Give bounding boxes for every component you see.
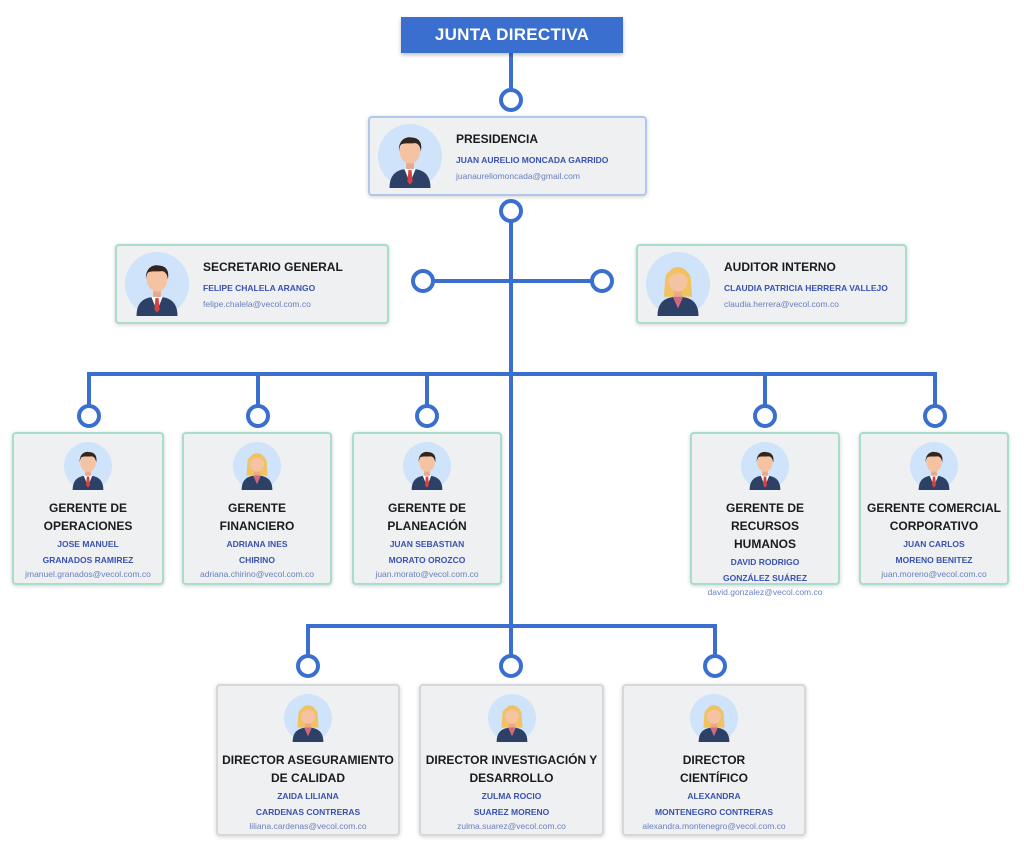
connector-node xyxy=(499,199,523,223)
female-avatar-icon xyxy=(487,694,536,742)
connector-node xyxy=(499,654,523,678)
gerente-planeacion-card[interactable]: GERENTE DE PLANEACIÓN JUAN SEBASTIAN MOR… xyxy=(352,432,502,585)
gerente-financiero-card[interactable]: GERENTE FINANCIERO ADRIANA INES CHIRINO … xyxy=(182,432,332,585)
connector-node xyxy=(411,269,435,293)
person-name: JUAN SEBASTIAN MORATO OROZCO xyxy=(388,539,466,565)
presidencia-card[interactable]: PRESIDENCIA JUAN AURELIO MONCADA GARRIDO… xyxy=(368,116,647,196)
female-avatar-icon xyxy=(233,442,281,490)
person-name: JUAN AURELIO MONCADA GARRIDO xyxy=(456,154,609,165)
email-address: claudia.herrera@vecol.com.co xyxy=(724,298,839,309)
role-title: DIRECTOR INVESTIGACIÓN Y DESARROLLO xyxy=(425,753,598,785)
female-avatar-icon xyxy=(646,252,710,316)
person-name: CLAUDIA PATRICIA HERRERA VALLEJO xyxy=(724,282,888,293)
person-name: JOSE MANUEL GRANADOS RAMIREZ xyxy=(42,539,134,565)
gerente-comercial-card[interactable]: GERENTE COMERCIAL CORPORATIVO JUAN CARLO… xyxy=(859,432,1009,585)
gerente-operaciones-card[interactable]: GERENTE DE OPERACIONES JOSE MANUEL GRANA… xyxy=(12,432,164,585)
connector-node xyxy=(590,269,614,293)
email-address: juanaureliomoncada@gmail.com xyxy=(456,170,580,181)
male-avatar-icon xyxy=(910,442,958,490)
role-title: GERENTE DE RECURSOS HUMANOS xyxy=(725,501,804,551)
email-address: alexandra.montenegro@vecol.com.co xyxy=(642,821,786,831)
male-avatar-icon xyxy=(125,252,189,316)
role-title: AUDITOR INTERNO xyxy=(724,259,836,274)
auditor-interno-card[interactable]: AUDITOR INTERNO CLAUDIA PATRICIA HERRERA… xyxy=(636,244,907,324)
connector-node xyxy=(753,404,777,428)
role-title: GERENTE COMERCIAL CORPORATIVO xyxy=(866,501,1001,533)
person-name: ADRIANA INES CHIRINO xyxy=(226,539,288,565)
connector-node xyxy=(246,404,270,428)
email-address: zulma.suarez@vecol.com.co xyxy=(457,821,566,831)
secretario-general-card[interactable]: SECRETARIO GENERAL FELIPE CHALELA ARANGO… xyxy=(115,244,389,324)
role-title: DIRECTOR ASEGURAMIENTO DE CALIDAD xyxy=(222,753,394,785)
person-name: ALEXANDRA MONTENEGRO CONTRERAS xyxy=(654,791,774,817)
email-address: david.gonzalez@vecol.com.co xyxy=(707,587,823,597)
role-title: PRESIDENCIA xyxy=(456,131,539,146)
email-address: juan.moreno@vecol.com.co xyxy=(881,569,987,579)
connector-node xyxy=(923,404,947,428)
male-avatar-icon xyxy=(378,124,442,188)
email-address: felipe.chalela@vecol.com.co xyxy=(203,298,311,309)
role-title: SECRETARIO GENERAL xyxy=(203,259,343,274)
connector-node xyxy=(703,654,727,678)
male-avatar-icon xyxy=(741,442,789,490)
gerente-recursos-humanos-card[interactable]: GERENTE DE RECURSOS HUMANOS DAVID RODRIG… xyxy=(690,432,840,597)
male-avatar-icon xyxy=(64,442,112,490)
connector-node xyxy=(499,88,523,112)
role-title: GERENTE DE PLANEACIÓN xyxy=(387,501,467,533)
director-investigacion-card[interactable]: DIRECTOR INVESTIGACIÓN Y DESARROLLO ZULM… xyxy=(419,684,604,836)
person-name: DAVID RODRIGO GONZÁLEZ SUÁREZ xyxy=(722,557,808,583)
email-address: jmanuel.granados@vecol.com.co xyxy=(25,569,151,579)
person-name: ZULMA ROCIO SUAREZ MORENO xyxy=(473,791,550,817)
email-address: liliana.cardenas@vecol.com.co xyxy=(249,821,367,831)
connector-node xyxy=(415,404,439,428)
female-avatar-icon xyxy=(690,694,738,742)
director-calidad-card[interactable]: DIRECTOR ASEGURAMIENTO DE CALIDAD ZAIDA … xyxy=(216,684,400,836)
female-avatar-icon xyxy=(284,694,332,742)
role-title: GERENTE DE OPERACIONES xyxy=(43,501,133,533)
male-avatar-icon xyxy=(403,442,451,490)
connector-node xyxy=(77,404,101,428)
role-title: GERENTE FINANCIERO xyxy=(219,501,295,533)
connector-node xyxy=(296,654,320,678)
person-name: FELIPE CHALELA ARANGO xyxy=(203,282,316,293)
email-address: juan.morato@vecol.com.co xyxy=(375,569,479,579)
person-name: JUAN CARLOS MORENO BENITEZ xyxy=(895,539,973,565)
role-title: DIRECTOR CIENTÍFICO xyxy=(680,753,748,785)
junta-directiva-title: JUNTA DIRECTIVA xyxy=(401,17,623,53)
person-name: ZAIDA LILIANA CARDENAS CONTRERAS xyxy=(255,791,361,817)
email-address: adriana.chirino@vecol.com.co xyxy=(200,569,314,579)
director-cientifico-card[interactable]: DIRECTOR CIENTÍFICO ALEXANDRA MONTENEGRO… xyxy=(622,684,806,836)
